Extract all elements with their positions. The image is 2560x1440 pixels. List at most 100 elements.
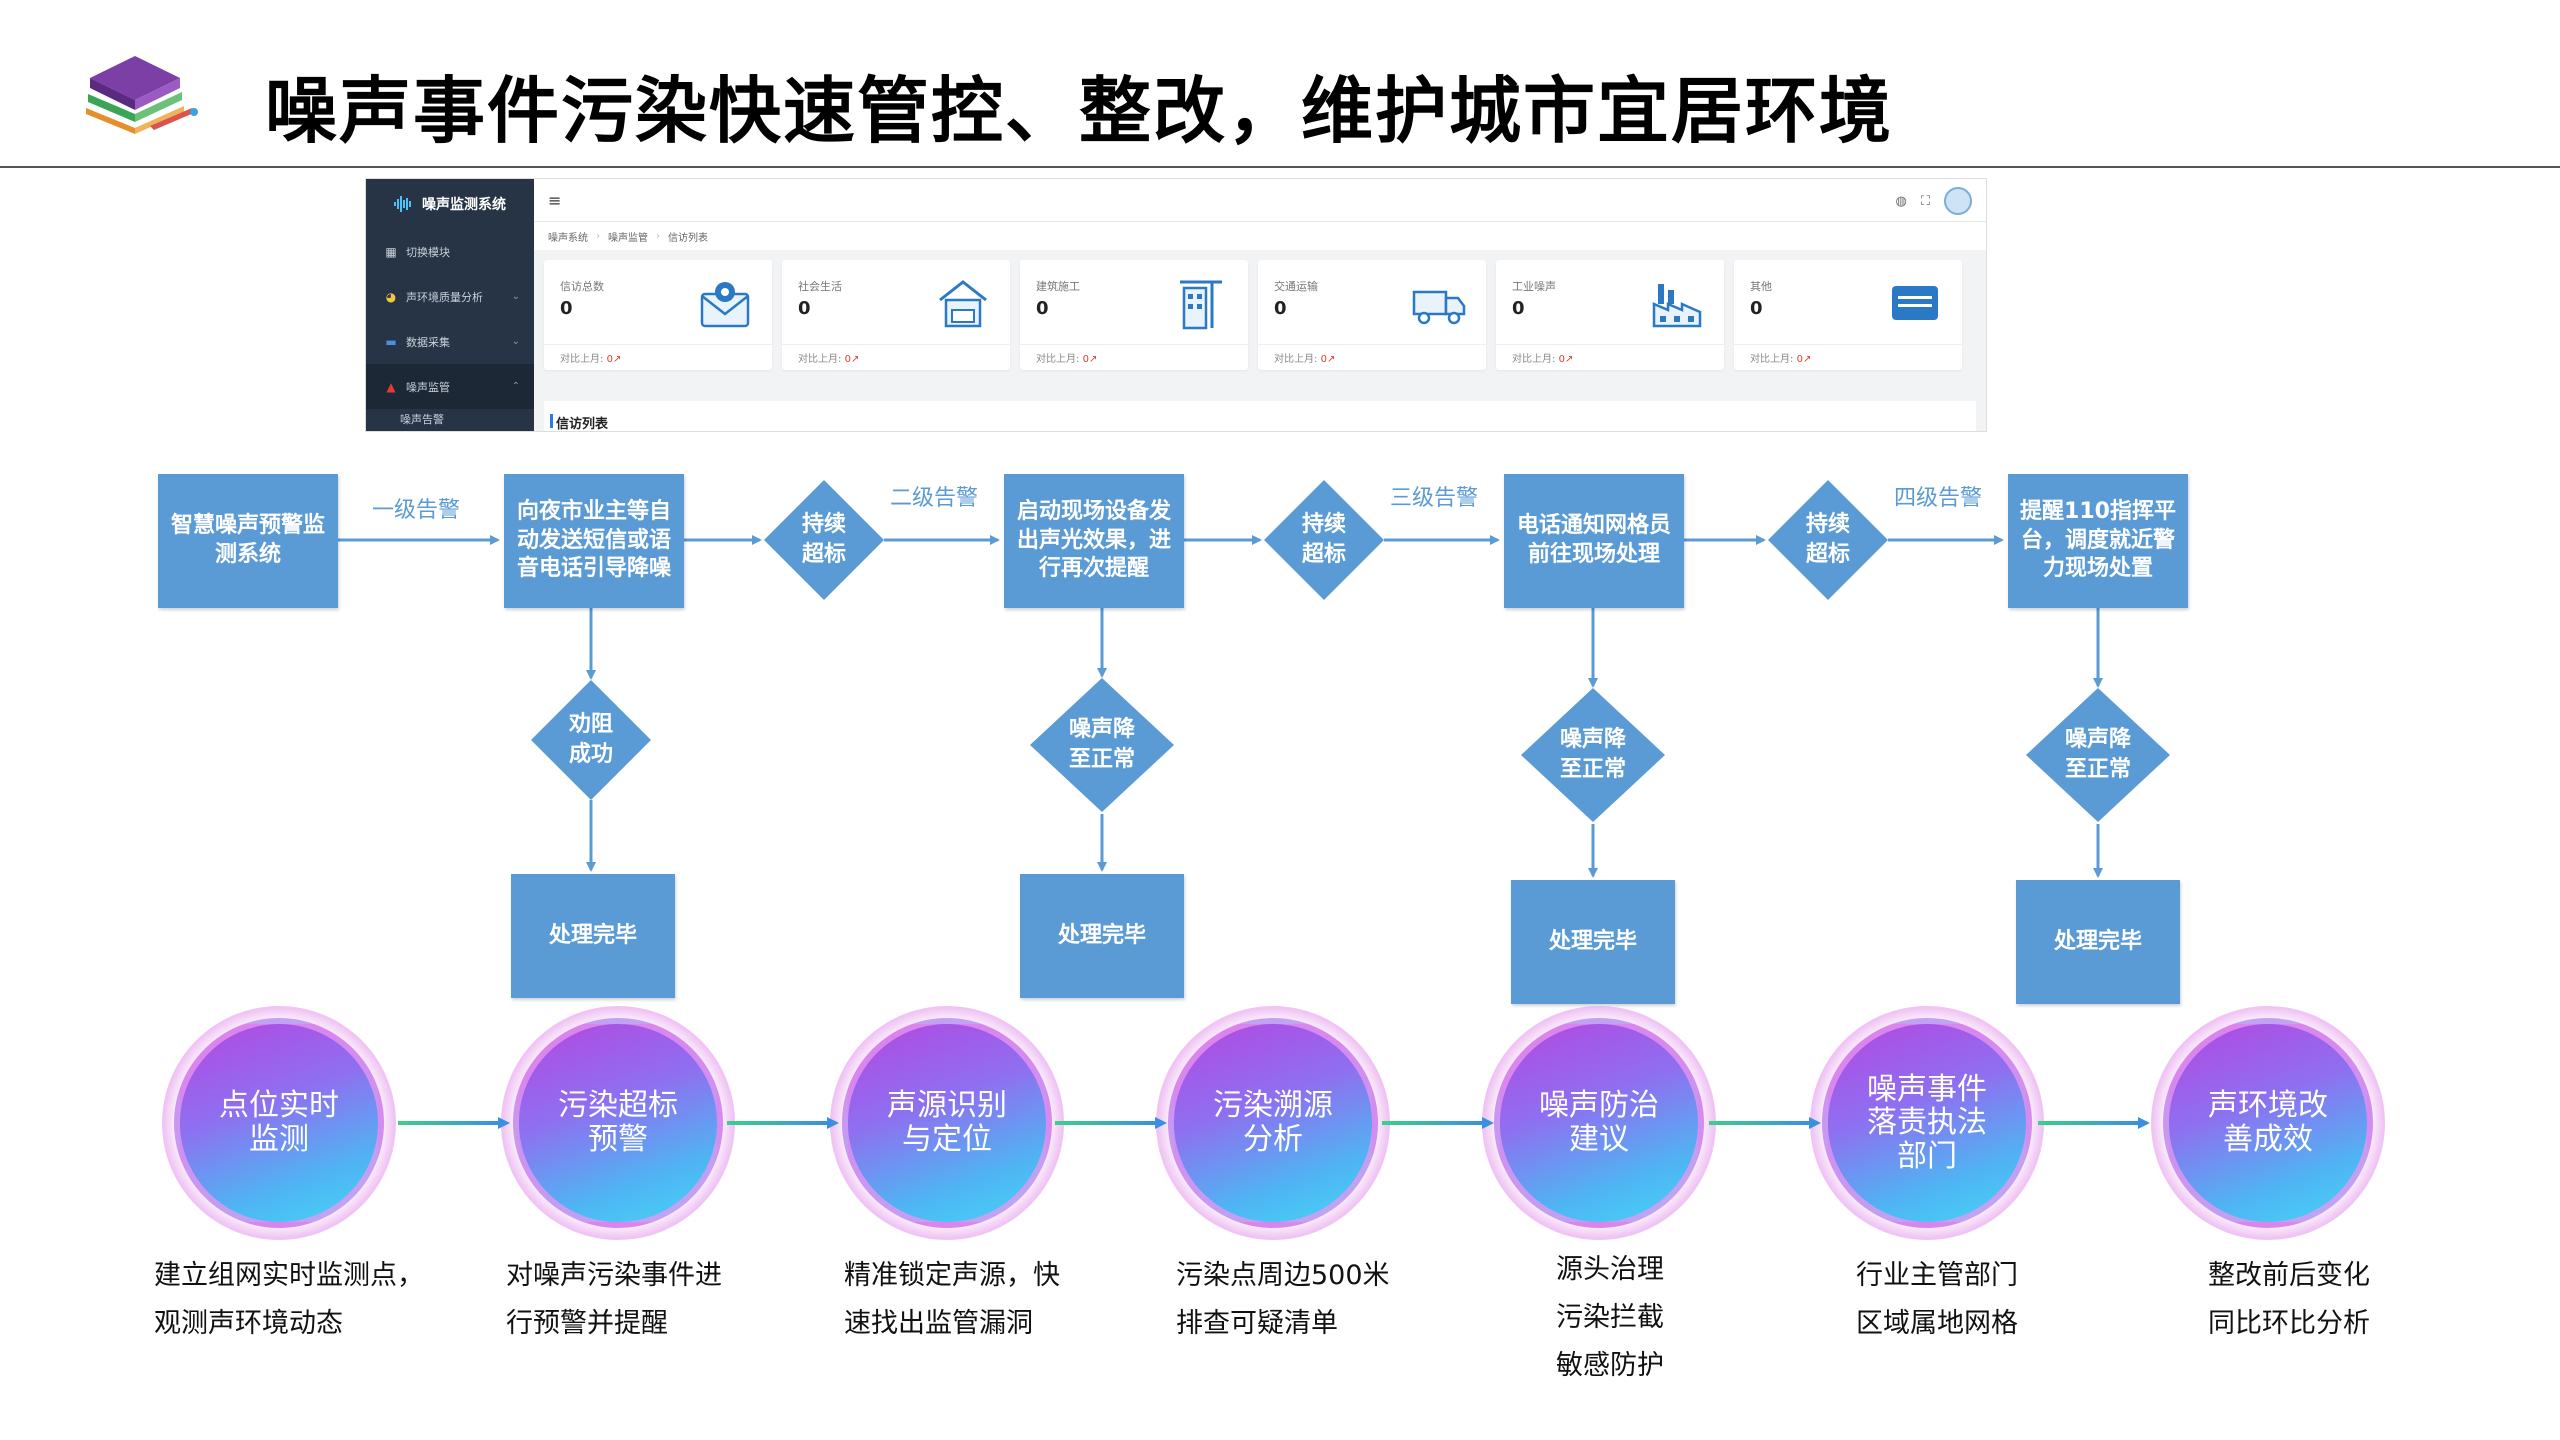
process-arrow-3 [1055, 1117, 1167, 1129]
sidebar-item-quality-analysis[interactable]: ◕ 声环境质量分析 ⌄ [366, 274, 534, 319]
trend-up-icon: ↗ [850, 354, 860, 365]
process-desc-5: 源头治理 污染拦截 敏感防护 [1556, 1254, 1664, 1381]
process-arrow-6 [2038, 1117, 2150, 1129]
diamond-shape [1030, 678, 1174, 812]
stat-card-industrial[interactable]: 工业噪声 0 对比上月: 0↗ [1496, 260, 1724, 370]
diamond-shape [1768, 480, 1888, 600]
process-circle: 噪声事件落责执法部门 [1822, 1018, 2032, 1228]
check-diamond-level3: 噪声降至正常 [1519, 686, 1667, 824]
warning-icon: ▲ [386, 379, 396, 394]
trend-up-icon: ↗ [1088, 354, 1098, 365]
flow-start-box: 智慧噪声预警监测系统 [158, 474, 338, 608]
complaint-list-title: 信访列表 [544, 401, 1976, 431]
truck-icon [1412, 290, 1466, 325]
globe-icon[interactable]: ◍ [1895, 193, 1907, 209]
done-box-level4: 处理完毕 [2016, 880, 2180, 1004]
process-step-3: 声源识别与定位 [830, 1006, 1064, 1240]
stat-card-compare: 对比上月: 0↗ [560, 354, 622, 365]
process-circle: 污染溯源分析 [1168, 1018, 1378, 1228]
process-desc-2: 对噪声污染事件进 行预警并提醒 [506, 1260, 722, 1339]
chevron-down-icon: ⌄ [511, 291, 520, 302]
process-circle: 声环境改善成效 [2163, 1018, 2373, 1228]
database-icon: ▬ [385, 334, 397, 349]
exceed-diamond-1: 持续超标 [762, 478, 886, 602]
alert-label-level2: 二级告警 [890, 486, 979, 511]
process-circle: 声源识别与定位 [842, 1018, 1052, 1228]
sidebar-item-noise-alarm[interactable]: 噪声告警 [366, 409, 534, 429]
card-divider [1020, 344, 1248, 345]
mail-icon [700, 282, 750, 328]
process-circle: 噪声防治建议 [1494, 1018, 1704, 1228]
chevron-down-icon: ⌄ [511, 336, 520, 347]
process-circle: 点位实时监测 [174, 1018, 384, 1228]
process-step-6: 噪声事件落责执法部门 [1810, 1006, 2044, 1240]
trend-up-icon: ↗ [1564, 354, 1574, 365]
sidebar-item-data-collection[interactable]: ▬ 数据采集 ⌄ [366, 319, 534, 364]
card-divider [1734, 344, 1962, 345]
process-desc-1: 建立组网实时监测点， 观测声环境动态 [154, 1260, 424, 1339]
house-icon [939, 280, 987, 328]
app-topbar: ≡ ◍ ⛶ [534, 179, 1986, 222]
breadcrumb-item[interactable]: 噪声系统 [548, 232, 588, 244]
stat-card-value: 0 [1750, 298, 1763, 319]
sidebar-item-noise-supervision[interactable]: ▲ 噪声监管 ⌃ [366, 364, 534, 409]
done-box-level2: 处理完毕 [1020, 874, 1184, 998]
breadcrumb-item[interactable]: 噪声监管 [608, 232, 648, 244]
check-diamond-level2: 噪声降至正常 [1028, 676, 1176, 814]
sidebar-item-switch-module[interactable]: ▦ 切换模块 [366, 229, 534, 274]
process-desc-3: 精准锁定声源，快 速找出监管漏洞 [844, 1260, 1060, 1339]
sound-wave-icon [394, 196, 411, 212]
stat-card-compare: 对比上月: 0↗ [1512, 354, 1574, 365]
diamond-shape [2026, 688, 2170, 822]
card-divider [1258, 344, 1486, 345]
card-divider [1496, 344, 1724, 345]
stat-card-complaints[interactable]: 信访总数 0 对比上月: 0↗ [544, 260, 772, 370]
breadcrumb-item: 信访列表 [668, 232, 708, 244]
stat-card-compare: 对比上月: 0↗ [1036, 354, 1098, 365]
sidebar-item-label: 噪声监管 [406, 380, 450, 394]
action-box-level4: 提醒110指挥平台，调度就近警力现场处置 [2008, 474, 2188, 608]
diamond-label: 劝阻成功 [568, 712, 613, 767]
stat-cards: 信访总数 0 对比上月: 0↗ 社会生活 0 [534, 250, 1986, 370]
diamond-shape [1264, 480, 1384, 600]
fullscreen-icon[interactable]: ⛶ [1920, 193, 1930, 209]
sidebar-item-label: 噪声告警 [400, 413, 444, 426]
stat-card-other[interactable]: 其他 0 对比上月: 0↗ [1734, 260, 1962, 370]
factory-icon [1652, 284, 1702, 328]
chevron-up-icon: ⌃ [511, 381, 520, 392]
app-screenshot: 噪声监测系统 ▦ 切换模块 ◕ 声环境质量分析 ⌄ ▬ 数据采集 ⌄ ▲ 噪声监… [365, 178, 1987, 432]
process-desc-4: 污染点周边500米 排查可疑清单 [1176, 1260, 1390, 1339]
process-arrow-5 [1709, 1117, 1821, 1129]
check-diamond-level4: 噪声降至正常 [2024, 686, 2172, 824]
stat-card-compare: 对比上月: 0↗ [1750, 354, 1812, 365]
action-box-level3: 电话通知网格员前往现场处理 [1504, 474, 1684, 608]
alert-label-level4: 四级告警 [1894, 486, 1983, 511]
exceed-diamond-3: 持续超标 [1766, 478, 1890, 602]
stat-card-traffic[interactable]: 交通运输 0 对比上月: 0↗ [1258, 260, 1486, 370]
books-logo-icon [80, 38, 200, 138]
breadcrumb-separator: › [656, 230, 660, 242]
stat-card-value: 0 [1274, 298, 1287, 319]
stat-card-label: 交通运输 [1274, 280, 1318, 293]
sidebar-item-label: 数据采集 [406, 335, 450, 349]
stat-card-compare: 对比上月: 0↗ [1274, 354, 1336, 365]
app-brand[interactable]: 噪声监测系统 [366, 179, 534, 229]
card-divider [782, 344, 1010, 345]
building-icon [1180, 280, 1222, 330]
app-brand-label: 噪声监测系统 [422, 197, 506, 213]
avatar[interactable] [1944, 187, 1972, 215]
stat-card-construction[interactable]: 建筑施工 0 对比上月: 0↗ [1020, 260, 1248, 370]
process-desc-7: 整改前后变化 同比环比分析 [2208, 1260, 2370, 1339]
topbar-tools: ◍ ⛶ [1896, 187, 1972, 215]
stat-card-social-life[interactable]: 社会生活 0 对比上月: 0↗ [782, 260, 1010, 370]
stat-card-value: 0 [1512, 298, 1525, 319]
action-box-level1: 向夜市业主等自动发送短信或语音电话引导降噪 [504, 474, 684, 608]
hamburger-menu-icon[interactable]: ≡ [548, 190, 562, 210]
process-step-1: 点位实时监测 [162, 1006, 396, 1240]
diamond-label: 噪声降至正常 [2064, 727, 2131, 782]
alert-label-level1: 一级告警 [372, 498, 461, 523]
page-title: 噪声事件污染快速管控、整改，维护城市宜居环境 [265, 69, 1894, 153]
trend-up-icon: ↗ [1326, 354, 1336, 365]
